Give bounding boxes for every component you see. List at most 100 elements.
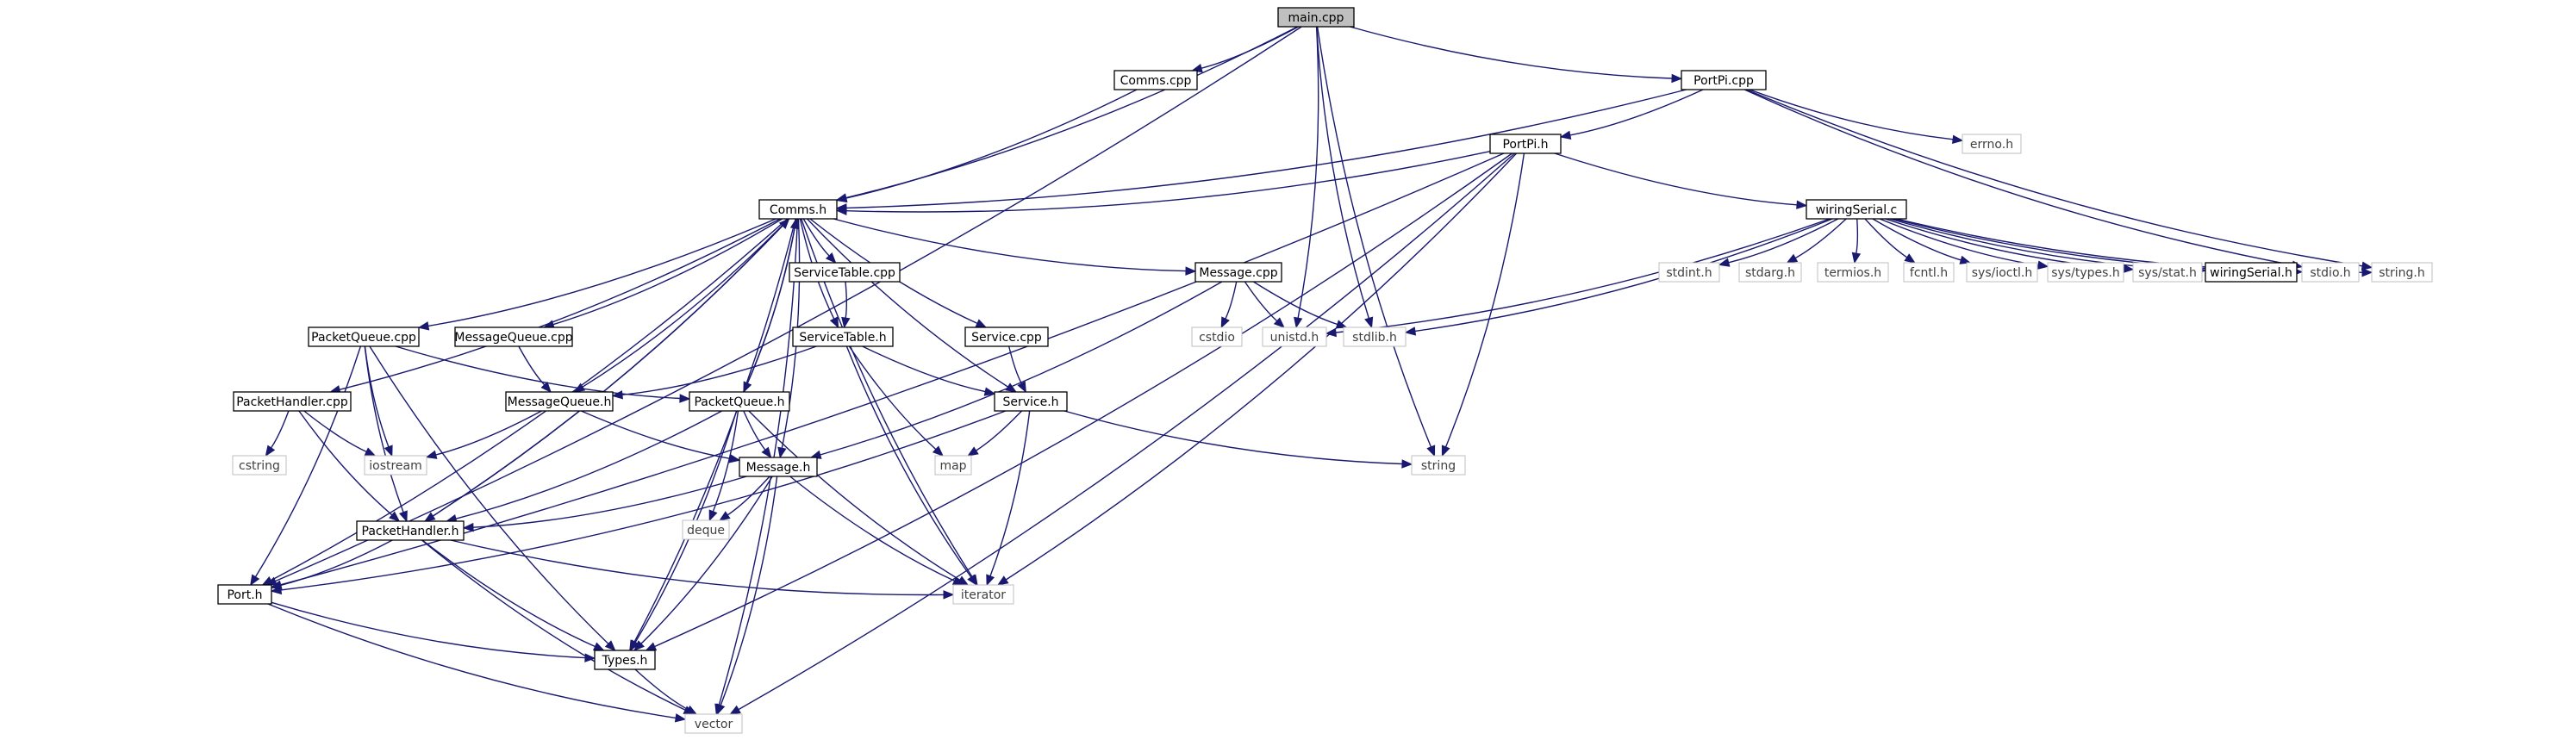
node-label: map (939, 459, 966, 473)
node-box (232, 455, 287, 476)
arrowhead-comms_h-to-servicetable_h (829, 316, 839, 329)
node-iterator: iterator (952, 584, 1014, 605)
node-label: termios.h (1824, 266, 1881, 280)
arrowhead-comms_h-to-message_h (777, 446, 787, 459)
node-wiringserial-c[interactable]: wiringSerial.c (1806, 199, 1907, 220)
arrowhead-portpi_h-to-comms_h (835, 206, 847, 215)
edge-message_h-to-iterator (789, 476, 955, 581)
node-label: wiringSerial.c (1816, 203, 1898, 217)
arrowhead-port_h-to-types_h (584, 653, 596, 662)
edge-servicetable_h-to-map (848, 345, 937, 451)
node-label: Message.cpp (1199, 266, 1277, 280)
node-portpi-cpp[interactable]: PortPi.cpp (1681, 70, 1767, 90)
node-comms-h[interactable]: Comms.h (758, 199, 838, 220)
edge-portpi_cpp-to-string_h (1746, 89, 2363, 267)
node-main-cpp[interactable]: main.cpp (1277, 7, 1355, 28)
edge-packetqueue_h-to-packethandler_h (455, 410, 722, 519)
edge-packetqueue_cpp-to-packetqueue_h (395, 345, 681, 400)
edge-comms_h-to-message_cpp (833, 218, 1187, 272)
node-packethandler-h[interactable]: PacketHandler.h (356, 520, 465, 541)
node-label: unistd.h (1270, 331, 1319, 345)
arrowhead-packetqueue_cpp-to-types_h (604, 640, 616, 651)
node-messagequeue-h[interactable]: MessageQueue.h (505, 391, 614, 412)
node-comms-cpp[interactable]: Comms.cpp (1113, 70, 1198, 90)
arrowhead-portpi_cpp-to-errno_h (1952, 134, 1964, 144)
node-box (308, 326, 420, 347)
node-service-cpp[interactable]: Service.cpp (964, 326, 1049, 347)
edge-wiringserial_c-to-sys_ioctl_h (1872, 218, 1962, 261)
node-portpi-h[interactable]: PortPi.h (1489, 134, 1562, 154)
node-stdarg-h: stdarg.h (1738, 262, 1802, 283)
edge-servicetable_h-to-messagequeue_h (621, 345, 817, 395)
node-label: ServiceTable.h (799, 331, 886, 345)
node-label: stdio.h (2310, 266, 2350, 280)
node-box (1343, 326, 1407, 347)
node-label: fcntl.h (1910, 266, 1948, 280)
arrowhead-packetqueue_h-to-comms_h (789, 217, 800, 230)
node-box (1806, 199, 1907, 220)
node-wiringserial-h[interactable]: wiringSerial.h (2205, 262, 2298, 283)
node-packetqueue-cpp[interactable]: PacketQueue.cpp (308, 326, 420, 347)
node-types-h[interactable]: Types.h (594, 650, 656, 670)
arrowhead-messagequeue_h-to-iostream (425, 450, 438, 459)
node-box (233, 391, 352, 412)
edge-message_cpp-to-unistd_h (1244, 281, 1278, 322)
arrowhead-packetqueue_cpp-to-packetqueue_h (679, 394, 691, 403)
node-label: PacketQueue.h (694, 395, 784, 409)
node-message-h[interactable]: Message.h (739, 457, 818, 477)
node-box (217, 584, 272, 605)
node-label: Service.cpp (971, 331, 1042, 345)
arrowhead-packetqueue_h-to-types_h (629, 639, 639, 652)
edge-servicetable_cpp-to-servicetable_h (845, 281, 847, 319)
edge-message_cpp-to-message_h (820, 281, 1223, 456)
edge-port_h-to-types_h (271, 601, 586, 659)
node-box (1817, 262, 1889, 283)
node-label: string (1421, 459, 1456, 473)
arrowhead-messagequeue_h-to-message_h (728, 454, 741, 463)
edge-main_cpp-to-unistd_h (1297, 26, 1319, 319)
arrowhead-servicetable_h-to-service_h (983, 387, 996, 396)
node-vector: vector (684, 713, 743, 734)
node-servicetable-cpp[interactable]: ServiceTable.cpp (789, 262, 901, 283)
node-box (356, 520, 465, 541)
node-sys-ioctl-h: sys/ioctl.h (1966, 262, 2038, 283)
node-packethandler-cpp[interactable]: PacketHandler.cpp (233, 391, 352, 412)
edge-wiringserial_c-to-stdint_h (1728, 218, 1839, 264)
arrowhead-portpi_cpp-to-string_h (2361, 261, 2373, 271)
edge-comms_h-to-port_h (271, 218, 789, 581)
edge-packethandler_cpp-to-cstring (271, 410, 290, 449)
node-string-h: string.h (2371, 262, 2433, 283)
node-label: stdlib.h (1352, 331, 1397, 345)
edge-packetqueue_cpp-to-port_h (254, 345, 362, 577)
node-message-cpp[interactable]: Message.cpp (1194, 262, 1282, 283)
node-box (758, 199, 838, 220)
node-box (934, 455, 972, 476)
arrowhead-wiringserial_c-to-stdarg_h (1786, 253, 1799, 264)
edge-messagequeue_h-to-message_h (581, 410, 731, 459)
node-packetqueue-h[interactable]: PacketQueue.h (689, 391, 790, 412)
edge-portpi_cpp-to-errno_h (1749, 89, 1954, 140)
node-box (994, 391, 1068, 412)
arrowhead-types_h-to-vector (685, 705, 698, 715)
node-cstring: cstring (232, 455, 287, 476)
edge-portpi_h-to-iterator (1005, 152, 1518, 581)
node-messagequeue-cpp[interactable]: MessageQueue.cpp (454, 326, 573, 347)
node-box (684, 713, 743, 734)
arrowhead-portpi_h-to-iterator (996, 575, 1009, 586)
edge-message_h-to-deque (727, 476, 770, 516)
node-label: PacketQueue.cpp (311, 331, 416, 345)
arrowhead-service_h-to-string (1401, 459, 1413, 469)
edge-portpi_h-to-comms_h (845, 151, 1491, 213)
node-box (2047, 262, 2124, 283)
node-box (1262, 326, 1327, 347)
node-label: Types.h (602, 654, 648, 668)
node-port-h[interactable]: Port.h (217, 584, 272, 605)
edge-message_cpp-to-cstdio (1225, 281, 1238, 320)
node-label: deque (687, 524, 725, 538)
node-label: PortPi.cpp (1693, 74, 1754, 88)
node-servicetable-h[interactable]: ServiceTable.h (792, 326, 894, 347)
node-box (1962, 134, 2022, 154)
edge-packethandler_cpp-to-packethandler_h (298, 410, 393, 516)
arrowhead-packethandler_cpp-to-packethandler_h (389, 511, 401, 522)
node-service-h[interactable]: Service.h (994, 391, 1068, 412)
